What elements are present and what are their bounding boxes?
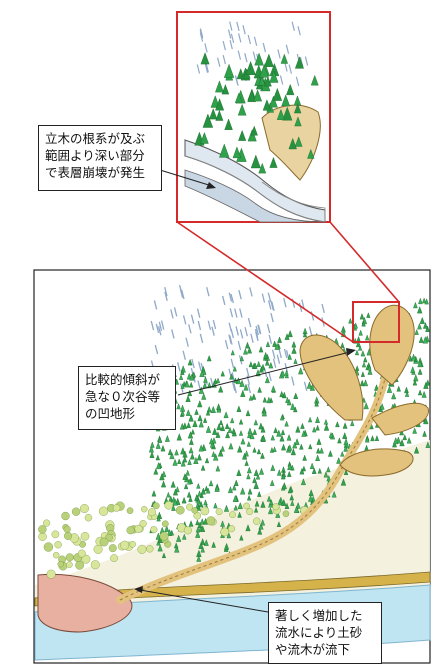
bedrock: [184, 169, 326, 223]
landslide-scars: [299, 304, 429, 477]
callout-bottom: 著しく増加した 流水により土砂 や流木が流下: [268, 602, 382, 664]
callout-top: 立木の根系が及ぶ 範囲より深い部分 で表層崩壊が発生: [38, 125, 162, 191]
callout-middle: 比較的傾斜が 急な０次谷等 の凹地形: [78, 366, 176, 430]
arrow-bottom: [139, 589, 269, 613]
inset-trees: [194, 52, 319, 174]
deposit-fan: [37, 573, 133, 633]
arrow-top: [159, 169, 213, 187]
highlight-box-small: [352, 301, 400, 343]
arrow-middle: [177, 351, 351, 396]
